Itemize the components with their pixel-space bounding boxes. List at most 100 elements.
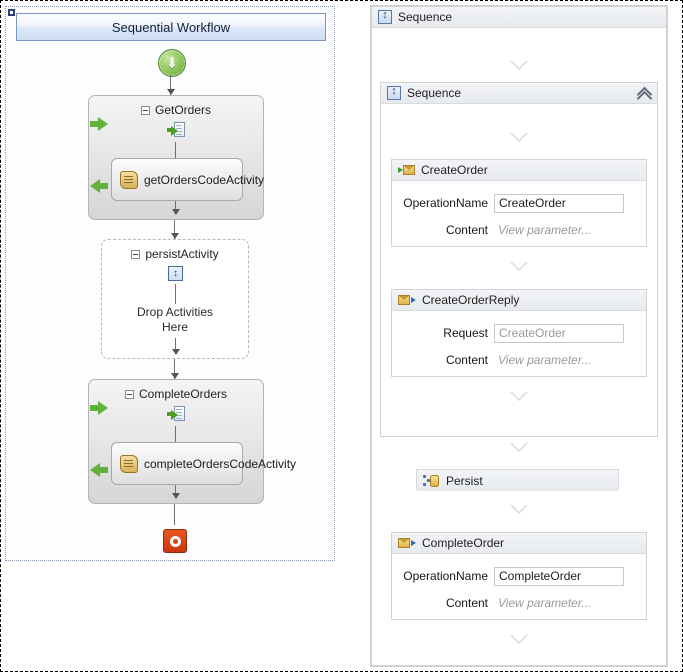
bookmark-arrow-left-icon bbox=[90, 463, 100, 477]
operationname-input[interactable]: CreateOrder bbox=[494, 193, 624, 213]
sequence-inner-label: Sequence bbox=[407, 86, 462, 100]
drop-target-1[interactable] bbox=[510, 61, 528, 70]
view-parameter-link[interactable]: View parameter... bbox=[498, 353, 592, 367]
drop-target-3[interactable] bbox=[510, 262, 528, 271]
drop-target-7[interactable] bbox=[510, 635, 528, 644]
drop-activities-hint-line1: Drop Activities bbox=[136, 305, 214, 319]
request-input[interactable]: CreateOrder bbox=[494, 323, 624, 343]
selection-handle[interactable] bbox=[8, 9, 15, 16]
collapse-minus-icon[interactable] bbox=[140, 105, 150, 115]
connector-arrow bbox=[167, 89, 175, 95]
activity-createorderreply[interactable]: CreateOrderReply Request CreateOrder Con… bbox=[391, 289, 647, 377]
bookmark-arrow-left-icon bbox=[90, 179, 100, 193]
activity-completeorder[interactable]: CompleteOrder OperationName CompleteOrde… bbox=[391, 532, 647, 620]
bookmark-arrow-left-tail bbox=[100, 467, 108, 473]
field-operationname: OperationName CompleteOrder bbox=[392, 566, 648, 586]
connector-arrow bbox=[172, 209, 180, 215]
sequence-icon bbox=[387, 85, 401, 100]
start-node[interactable]: ⬇ bbox=[158, 49, 186, 77]
bookmark-arrow-left-tail bbox=[100, 183, 108, 189]
bookmark-arrow-right-icon bbox=[98, 401, 108, 415]
createorder-header[interactable]: CreateOrder bbox=[392, 160, 646, 181]
receive-icon bbox=[167, 122, 185, 139]
field-label: Content bbox=[445, 353, 488, 367]
activity-title-row: CompleteOrders bbox=[89, 387, 263, 401]
wf4-workflow-designer-pane[interactable]: Sequence Sequence CreateOrder OperationN… bbox=[370, 5, 668, 667]
activity-persist[interactable]: Persist bbox=[416, 469, 619, 491]
connector-line bbox=[175, 426, 176, 443]
connector-line bbox=[174, 504, 175, 525]
receive-message-icon bbox=[398, 164, 415, 176]
view-parameter-link[interactable]: View parameter... bbox=[498, 596, 592, 610]
activity-createorder[interactable]: CreateOrder OperationName CreateOrder Co… bbox=[391, 159, 647, 247]
stop-node[interactable] bbox=[163, 529, 187, 553]
drop-target-2[interactable] bbox=[510, 133, 528, 142]
activity-getorderscodeactivity[interactable]: getOrdersCodeActivity bbox=[111, 158, 264, 201]
connector-line bbox=[175, 142, 176, 159]
activity-completeorders[interactable]: CompleteOrders completeOrdersCodeActivit… bbox=[88, 379, 296, 504]
persist-header[interactable]: Persist bbox=[417, 470, 618, 491]
field-label: OperationName bbox=[403, 569, 488, 583]
chevron-double-up-icon[interactable] bbox=[638, 88, 651, 99]
bookmark-arrow-right-tail bbox=[90, 405, 98, 411]
connector-line bbox=[174, 220, 175, 239]
sequence-outer-header[interactable]: Sequence bbox=[372, 7, 666, 28]
send-reply-icon bbox=[398, 537, 416, 549]
field-operationname: OperationName CreateOrder bbox=[392, 193, 648, 213]
activity-label: GetOrders bbox=[154, 103, 211, 117]
drop-target-5[interactable] bbox=[510, 443, 528, 452]
bookmark-arrow-right-tail bbox=[90, 121, 98, 127]
page-title: Sequential Workflow bbox=[16, 13, 326, 41]
activity-label: persistActivity bbox=[145, 247, 219, 261]
field-label: OperationName bbox=[403, 196, 488, 210]
sequence-inner-header[interactable]: Sequence bbox=[381, 83, 657, 104]
drop-target-6[interactable] bbox=[510, 505, 528, 514]
field-label: Request bbox=[443, 326, 488, 340]
connector-line bbox=[174, 359, 175, 379]
sequential-workflow-designer-pane[interactable]: Sequential Workflow ⬇ GetOrders getOrder bbox=[5, 6, 335, 561]
createorderreply-header[interactable]: CreateOrderReply bbox=[392, 290, 646, 311]
persist-icon: ↕ bbox=[168, 266, 183, 281]
sequence-outer-label: Sequence bbox=[398, 10, 453, 24]
operationname-input[interactable]: CompleteOrder bbox=[494, 566, 624, 586]
receive-icon bbox=[167, 406, 185, 423]
field-content: Content View parameter... bbox=[392, 350, 648, 370]
completeorder-header[interactable]: CompleteOrder bbox=[392, 533, 646, 554]
field-label: Content bbox=[445, 223, 488, 237]
createorder-label: CreateOrder bbox=[421, 163, 488, 177]
connector-line bbox=[175, 284, 176, 304]
stop-ring-icon bbox=[169, 535, 181, 547]
completeorder-label: CompleteOrder bbox=[422, 536, 505, 550]
connector-line bbox=[175, 201, 176, 212]
collapse-minus-icon[interactable] bbox=[131, 249, 141, 259]
field-label: Content bbox=[445, 596, 488, 610]
field-content: Content View parameter... bbox=[392, 220, 648, 240]
persist-db-icon bbox=[423, 474, 440, 488]
connector-line bbox=[175, 338, 176, 352]
field-content: Content View parameter... bbox=[392, 593, 648, 613]
connector-line bbox=[170, 75, 171, 95]
code-scroll-icon bbox=[120, 170, 138, 189]
activity-persistactivity[interactable]: persistActivity ↕ Drop Activities Here bbox=[101, 239, 249, 359]
workflow-canvas[interactable]: Sequential Workflow ⬇ GetOrders getOrder bbox=[6, 7, 336, 562]
activity-title-row: persistActivity bbox=[102, 247, 248, 261]
activity-label: getOrdersCodeActivity bbox=[144, 172, 265, 187]
activity-completeorderscodeactivity[interactable]: completeOrdersCodeActivity bbox=[111, 442, 296, 485]
sequence-icon bbox=[378, 9, 392, 24]
connector-arrow bbox=[171, 233, 179, 239]
field-request: Request CreateOrder bbox=[392, 323, 648, 343]
arrow-down-icon: ⬇ bbox=[165, 54, 179, 72]
view-parameter-link[interactable]: View parameter... bbox=[498, 223, 592, 237]
connector-arrow bbox=[172, 493, 180, 499]
activity-getorders[interactable]: GetOrders getOrdersCodeActivity bbox=[88, 95, 264, 220]
send-reply-icon bbox=[398, 294, 416, 306]
persist-label: Persist bbox=[446, 473, 483, 488]
createorderreply-label: CreateOrderReply bbox=[422, 293, 520, 307]
bookmark-arrow-right-icon bbox=[98, 117, 108, 131]
activity-title-row: GetOrders bbox=[89, 103, 263, 117]
activity-label: CompleteOrders bbox=[138, 387, 228, 401]
connector-line bbox=[175, 485, 176, 496]
drop-target-4[interactable] bbox=[510, 392, 528, 401]
connector-arrow bbox=[171, 373, 179, 379]
collapse-minus-icon[interactable] bbox=[124, 389, 134, 399]
